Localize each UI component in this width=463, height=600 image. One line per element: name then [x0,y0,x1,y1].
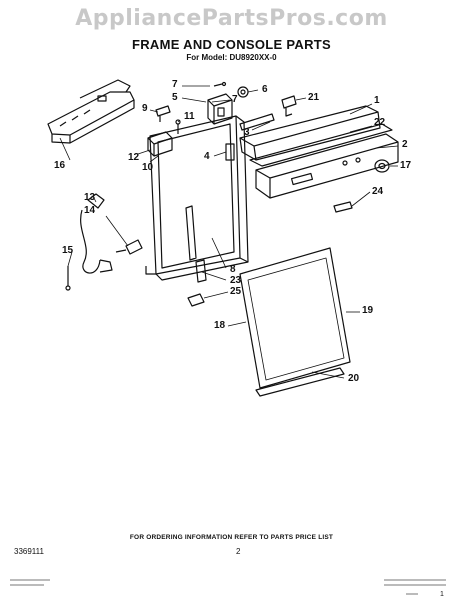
callout-18: 18 [214,320,226,331]
callout-19: 19 [362,305,374,316]
callout-25: 25 [230,286,242,297]
corner-mark: 1 [440,591,444,598]
callout-7: 7 [172,79,178,90]
fine-print-line [384,584,446,586]
part-14-connector [115,239,143,255]
fine-print-line [10,579,50,581]
callout-24: 24 [372,186,384,197]
page-number: 2 [236,547,241,556]
leader-lines [59,85,399,379]
fine-print-line [406,593,418,595]
part-1-console [239,105,381,161]
part-21-bracket [281,95,297,117]
callout-7: 7 [232,94,238,105]
ordering-note: FOR ORDERING INFORMATION REFER TO PARTS … [129,534,334,541]
part-4-clip [225,143,235,161]
part-9-clip [155,105,171,122]
part-20-bottom-strip [255,367,345,397]
part-3-strip [239,113,275,131]
model-subtitle: For Model: DU8920XX-0 [186,53,277,62]
callout-8: 8 [230,264,236,275]
callout-14: 14 [84,205,96,216]
diagram-title: FRAME AND CONSOLE PARTS [131,37,331,52]
part-5-latch-housing [207,93,233,125]
part-24-label [333,201,353,213]
part-8-gasket [185,205,197,261]
callout-13: 13 [84,192,96,203]
part-2-control-panel [255,133,399,199]
part-6-knob [237,86,249,98]
callout-15: 15 [62,245,74,256]
callout-21: 21 [308,92,320,103]
callout-6: 6 [262,84,268,95]
callout-23: 23 [230,275,242,286]
part-16-bracket [47,79,135,144]
callout-12: 12 [128,152,140,163]
part-19-outer-panel [239,247,351,389]
watermark: AppliancePartsPros.com [75,6,388,31]
callout-16: 16 [54,160,66,171]
door-inner-frame [145,115,249,281]
part-23-gasket [195,259,207,283]
callout-10: 10 [142,162,154,173]
document-number: 3369111 [14,547,44,556]
callout-4: 4 [204,151,210,162]
fine-print-line [10,584,44,586]
callout-17: 17 [400,160,412,171]
callout-2: 2 [402,139,408,150]
part-25-clip [187,293,205,307]
callout-5: 5 [172,92,178,103]
callout-22: 22 [374,117,386,128]
part-7-screw [213,81,227,87]
callout-3: 3 [244,127,250,138]
callout-11: 11 [184,111,195,122]
callout-20: 20 [348,373,360,384]
part-17-knob [374,159,390,173]
part-22-fascia-trim [249,123,393,167]
part-13-harness [80,193,113,274]
fine-print-line [384,579,446,581]
part-11-pin [175,119,181,134]
callout-9: 9 [142,103,148,114]
callout-1: 1 [374,95,380,106]
part-15-wire [65,266,71,291]
